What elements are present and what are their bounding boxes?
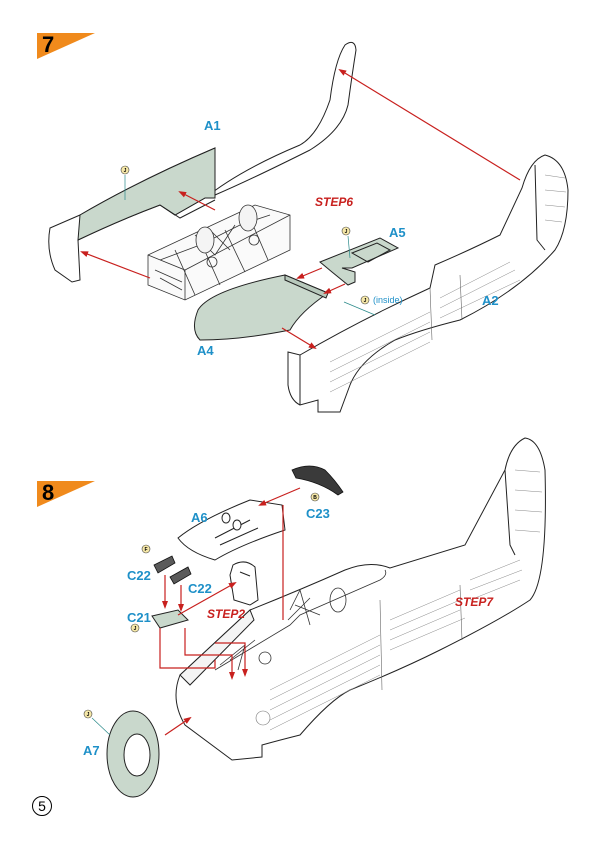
cockpit-frame (147, 204, 291, 301)
label-a7: A7 (83, 743, 100, 758)
step-8-arrows (159, 487, 301, 736)
label-c22-a: C22 (127, 568, 151, 583)
paint-j-a1: J (120, 165, 130, 175)
svg-text:J: J (87, 712, 90, 718)
arrow-frame-to-a1-front (80, 251, 151, 279)
paint-j-c21: J (130, 623, 140, 633)
paint-callouts-7 (124, 175, 376, 316)
arrow-a1-to-a2 (338, 68, 521, 181)
leader-c21-a (159, 628, 216, 669)
label-c23: C23 (306, 506, 330, 521)
part-a5 (319, 237, 400, 286)
part-c22-a (153, 555, 176, 574)
part-a1 (48, 41, 357, 283)
arrow-c21-to-plate (177, 582, 237, 616)
part-a6 (177, 499, 286, 561)
arrow-frame-to-a1 (178, 191, 216, 211)
svg-text:J: J (134, 626, 137, 632)
step-badge-shape (37, 33, 95, 59)
ref-step2: STEP2 (207, 607, 246, 621)
arrow-a5-to-a4-2 (323, 283, 346, 294)
step-7-badge: 7 (37, 32, 95, 59)
step-7-arrows (80, 68, 521, 350)
step-7-number: 7 (42, 32, 55, 57)
leader-fuselage (215, 642, 248, 677)
label-a6: A6 (191, 510, 208, 525)
arrow-a5-to-a4 (296, 267, 323, 279)
arrow-c23-to-a6 (258, 487, 301, 506)
paint-f-c22: F (141, 544, 151, 554)
svg-text:B: B (313, 495, 317, 501)
part-c22-b (169, 566, 192, 585)
label-c22-b: C22 (188, 581, 212, 596)
step-8-number: 8 (42, 480, 55, 505)
page-number: 5 (32, 796, 52, 816)
label-a4: A4 (197, 343, 214, 358)
svg-text:J: J (345, 229, 348, 235)
paint-callouts-8 (91, 717, 111, 736)
cockpit-interior (214, 569, 387, 671)
arrow-a7-to-fuselage (164, 716, 192, 736)
ref-step6: STEP6 (315, 195, 354, 209)
paint-j-a7: J (83, 709, 93, 719)
part-a4 (194, 274, 330, 341)
label-a1: A1 (204, 118, 221, 133)
label-a5: A5 (389, 225, 406, 240)
part-c23 (291, 465, 344, 496)
part-a7 (106, 710, 160, 798)
step-badge-shape (37, 481, 95, 507)
paint-markers: J J J B F J J (83, 165, 370, 719)
step-8-badge: 8 (37, 480, 95, 507)
fuselage-assembled (175, 437, 546, 761)
ref-step7: STEP7 (455, 595, 494, 609)
svg-text:J: J (364, 298, 367, 304)
label-c21: C21 (127, 610, 151, 625)
paint-b-c23: B (310, 492, 320, 502)
seat-back-plate (229, 561, 259, 606)
svg-text:F: F (144, 547, 147, 553)
arrow-a4-to-a2 (281, 327, 317, 350)
paint-j-a2: J (360, 295, 370, 305)
part-a2 (287, 154, 569, 413)
note-inside: (inside) (373, 295, 403, 305)
leader-c21-b (184, 628, 235, 680)
paint-j-a5: J (341, 226, 351, 236)
svg-text:J: J (124, 168, 127, 174)
label-a2: A2 (482, 293, 499, 308)
